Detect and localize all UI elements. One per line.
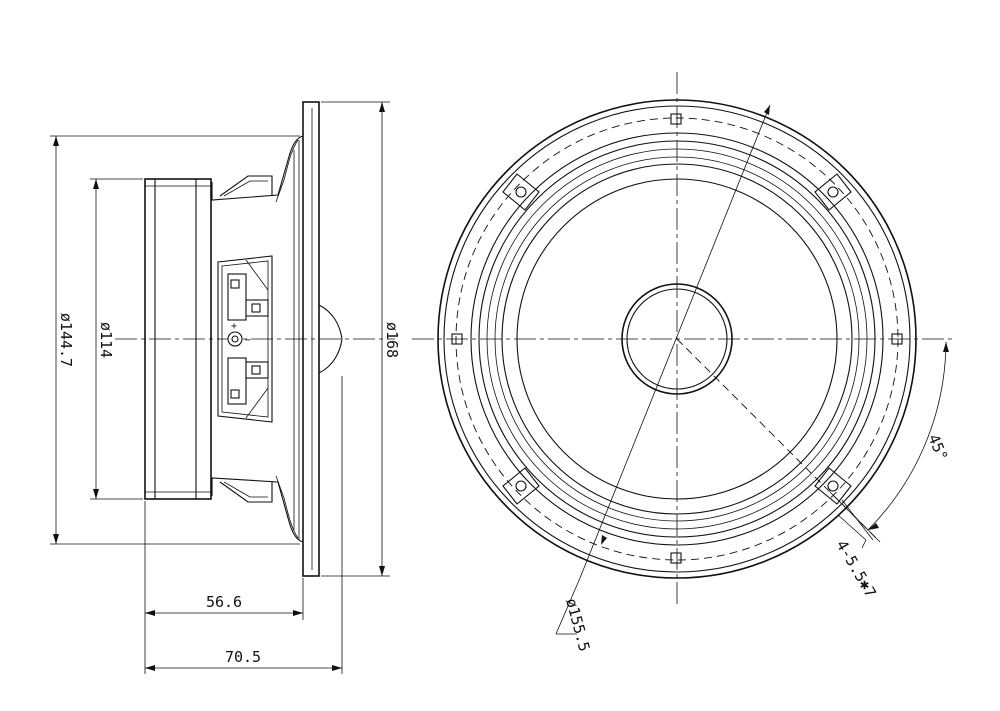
tab-bottom [670, 552, 682, 564]
dim-magnet-diameter: ø114 [97, 322, 115, 358]
dust-cap [318, 304, 343, 374]
mount-hole-bottom-left [502, 467, 540, 505]
angle-arc [867, 341, 947, 531]
basket-tab-top [219, 175, 273, 197]
basket-tab-bottom [219, 481, 273, 503]
surround-outer [486, 148, 868, 530]
terminal-minus-label: − [245, 335, 251, 346]
mount-hole-bottom-right [814, 467, 852, 505]
tab-top [670, 113, 682, 125]
frame-outer-ring [437, 99, 917, 579]
side-view: + − ø144.7 ø114 ø168 56.6 70.5 [50, 101, 401, 674]
front-flange [302, 101, 320, 577]
terminal-polarity-marker [227, 331, 243, 347]
dim-angle: 45° [924, 432, 951, 464]
magnet-assembly [144, 178, 212, 500]
terminal-plus-label: + [231, 321, 237, 332]
surround-inner [501, 163, 853, 515]
mount-hole-top-left [502, 173, 540, 211]
mount-hole-top-right [814, 173, 852, 211]
basket-top [211, 135, 304, 201]
dim-depth-short: 56.6 [206, 593, 242, 611]
front-dust-cap [621, 283, 733, 395]
tab-left [451, 333, 463, 345]
basket-bottom [211, 477, 304, 543]
tab-right [891, 333, 903, 345]
terminal-housing [217, 255, 273, 423]
dim-mount-holes: 4-5.5✱7 [833, 537, 880, 601]
cone-edge [516, 178, 838, 500]
dim-outer-diameter: ø144.7 [57, 313, 75, 367]
dim-bolt-circle: ø155.5 [562, 596, 593, 653]
dim-frame-diameter: ø168 [383, 322, 401, 358]
terminal-upper [227, 273, 269, 321]
terminal-lower [227, 357, 269, 405]
bolt-circle [455, 117, 899, 561]
bolt-circle-diameter-line [579, 104, 771, 579]
dim-depth-total: 70.5 [225, 648, 261, 666]
front-view: ø155.5 45° 4-5.5✱7 [412, 72, 955, 653]
